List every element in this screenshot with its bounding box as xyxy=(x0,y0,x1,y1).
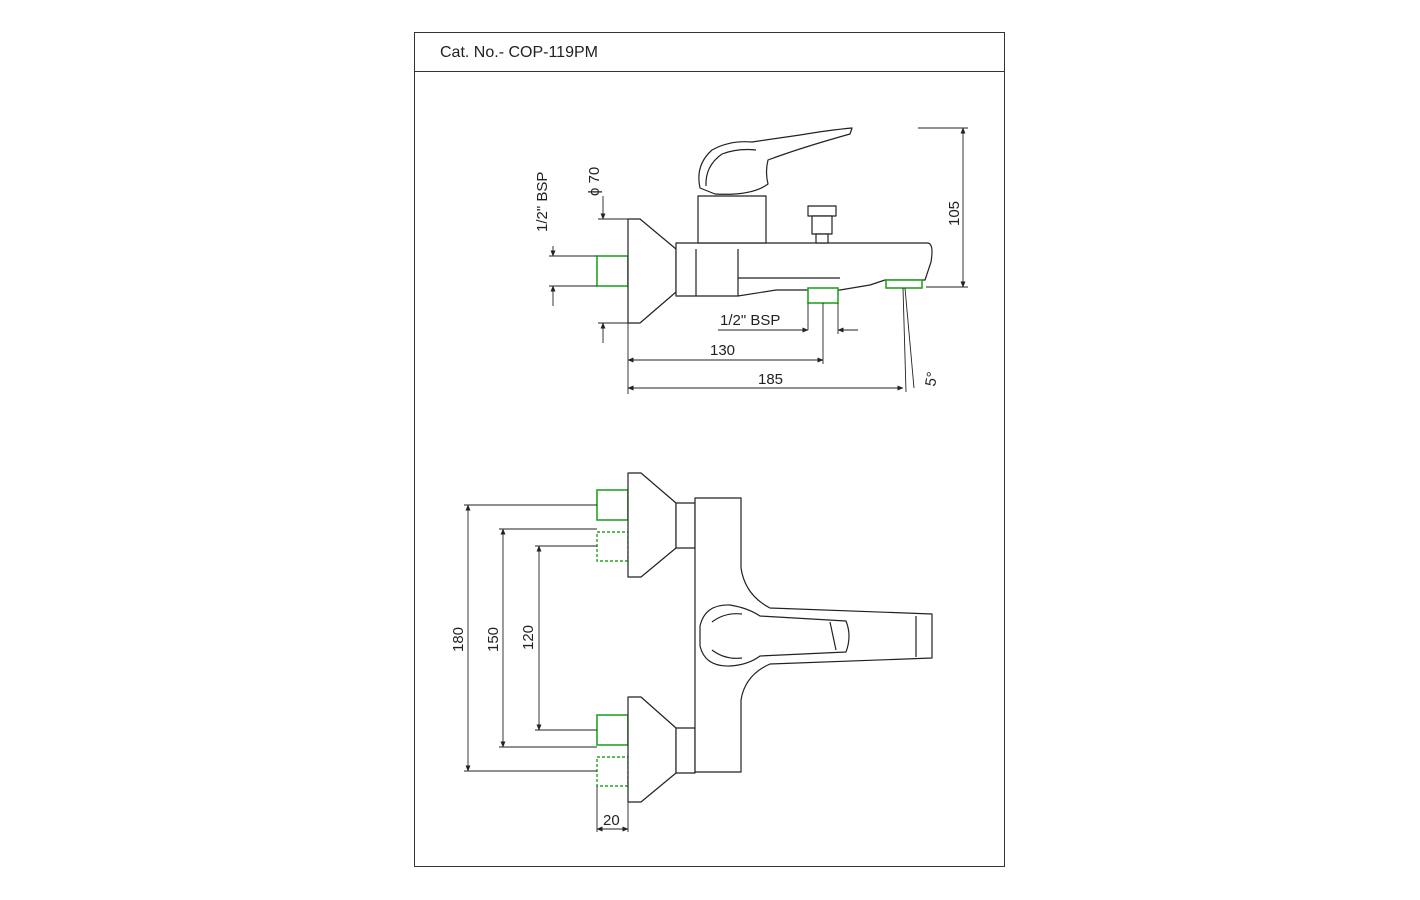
dim-120: 120 xyxy=(520,625,537,650)
angle-line xyxy=(902,287,907,393)
side-handle-detail xyxy=(705,148,757,187)
side-view: 1/2" BSP ϕ 70 1/2" BSP 130 185 5° 105 xyxy=(534,127,968,394)
side-cartridge-housing xyxy=(697,195,767,244)
side-aerator-fitting xyxy=(885,279,923,289)
top-lower-flange xyxy=(627,696,677,803)
side-inlet-fitting xyxy=(596,255,629,287)
top-upper-inlet-fitting xyxy=(596,489,629,521)
top-lower-inlet-alt xyxy=(596,756,629,787)
dim-20: 20 xyxy=(603,812,620,829)
dim-185: 185 xyxy=(758,371,783,388)
dim-130: 130 xyxy=(710,342,735,359)
top-handle-detail xyxy=(711,613,837,659)
side-diverter-cap xyxy=(807,205,837,217)
dim-105: 105 xyxy=(946,201,963,226)
dim-flange-diameter: ϕ 70 xyxy=(586,167,603,196)
top-view: 180 150 120 20 xyxy=(450,472,933,832)
drawing-frame xyxy=(414,32,1005,867)
dim-150: 150 xyxy=(485,627,502,652)
top-upper-nut xyxy=(675,502,696,549)
side-lever-handle xyxy=(698,127,853,195)
dim-180: 180 xyxy=(450,627,467,652)
dim-angle: 5° xyxy=(922,371,941,388)
side-diverter-stem xyxy=(815,233,829,244)
top-upper-flange xyxy=(627,472,677,578)
side-wall-flange xyxy=(627,218,677,324)
dim-inlet-bsp: 1/2" BSP xyxy=(534,172,551,232)
side-shower-outlet-fitting xyxy=(807,287,839,304)
top-upper-inlet-alt xyxy=(596,531,629,562)
top-lower-nut xyxy=(675,727,696,774)
top-lower-inlet-fitting xyxy=(596,714,629,746)
top-lever-handle xyxy=(699,604,850,667)
catalog-number: Cat. No.- COP-119PM xyxy=(440,44,598,61)
side-body-spout xyxy=(675,242,933,297)
dim-outlet-bsp: 1/2" BSP xyxy=(720,312,780,329)
side-diverter-knob xyxy=(811,215,833,235)
angle-line xyxy=(904,287,915,389)
